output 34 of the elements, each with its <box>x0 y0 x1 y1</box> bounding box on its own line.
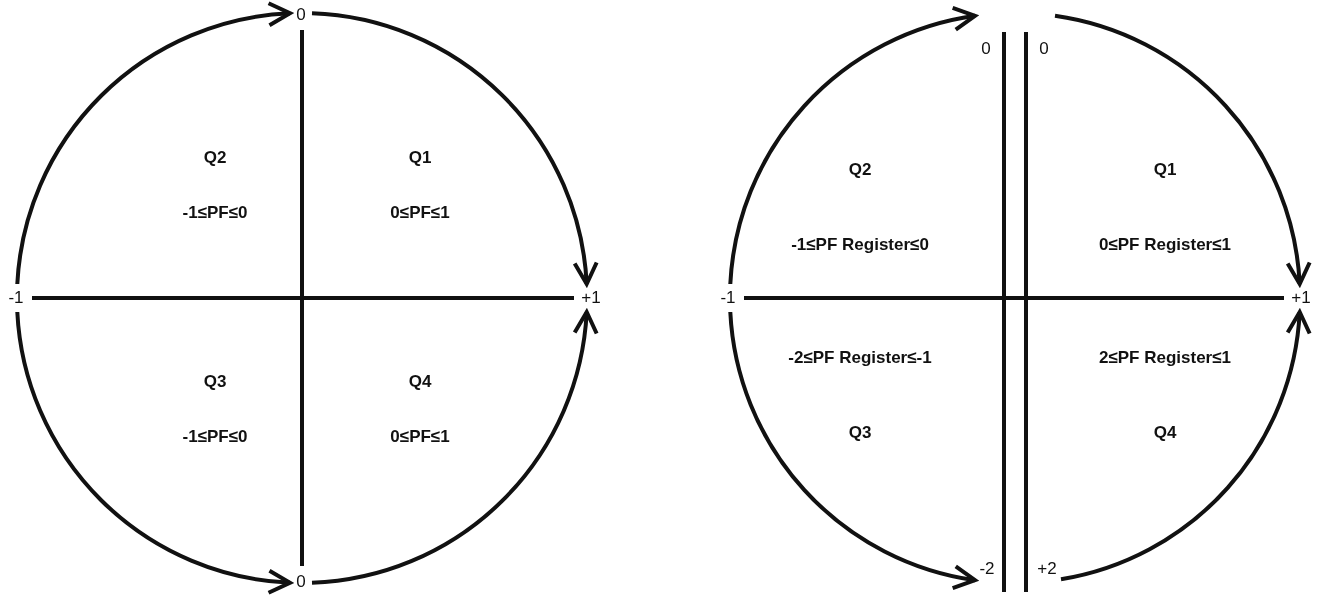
quadrant-label: -1≤PF≤0 <box>182 203 248 223</box>
curved-arrow <box>1060 310 1311 582</box>
quadrant-label: 0≤PF≤1 <box>390 427 450 447</box>
axis-value: 0 <box>296 571 306 593</box>
quadrant-label: Q4 <box>1153 423 1177 443</box>
axis-value: +2 <box>1037 558 1057 580</box>
quadrant-label: Q1 <box>408 148 432 168</box>
quadrant-label: Q3 <box>203 372 227 392</box>
axis-value: 0 <box>981 38 991 60</box>
curved-arrow <box>15 311 292 594</box>
quadrant-label: Q2 <box>848 160 872 180</box>
quadrant-label: 0≤PF Register≤1 <box>1099 235 1231 255</box>
curved-arrow <box>311 11 598 286</box>
quadrant-label: Q3 <box>848 423 872 443</box>
quadrant-label: -2≤PF Register≤-1 <box>788 348 932 368</box>
quadrant-label: 2≤PF Register≤1 <box>1099 348 1231 368</box>
axis-value: -1 <box>8 287 24 309</box>
quadrant-label: 0≤PF≤1 <box>390 203 450 223</box>
quadrant-label: Q1 <box>1153 160 1177 180</box>
quadrant-label: Q2 <box>203 148 227 168</box>
curved-arrow <box>311 310 598 585</box>
axis-value: +1 <box>581 287 601 309</box>
curved-arrow <box>15 2 292 285</box>
curved-arrow <box>1054 13 1311 286</box>
axis-value: 0 <box>296 4 306 26</box>
axis-value: +1 <box>1291 287 1311 309</box>
quadrant-label: -1≤PF≤0 <box>182 427 248 447</box>
axis-value: -2 <box>979 558 995 580</box>
axis-value: -1 <box>720 287 736 309</box>
quadrant-label: -1≤PF Register≤0 <box>791 235 929 255</box>
curved-arrow <box>728 311 977 589</box>
axis-value: 0 <box>1039 38 1049 60</box>
quadrant-label: Q4 <box>408 372 432 392</box>
curved-arrow <box>728 7 977 285</box>
